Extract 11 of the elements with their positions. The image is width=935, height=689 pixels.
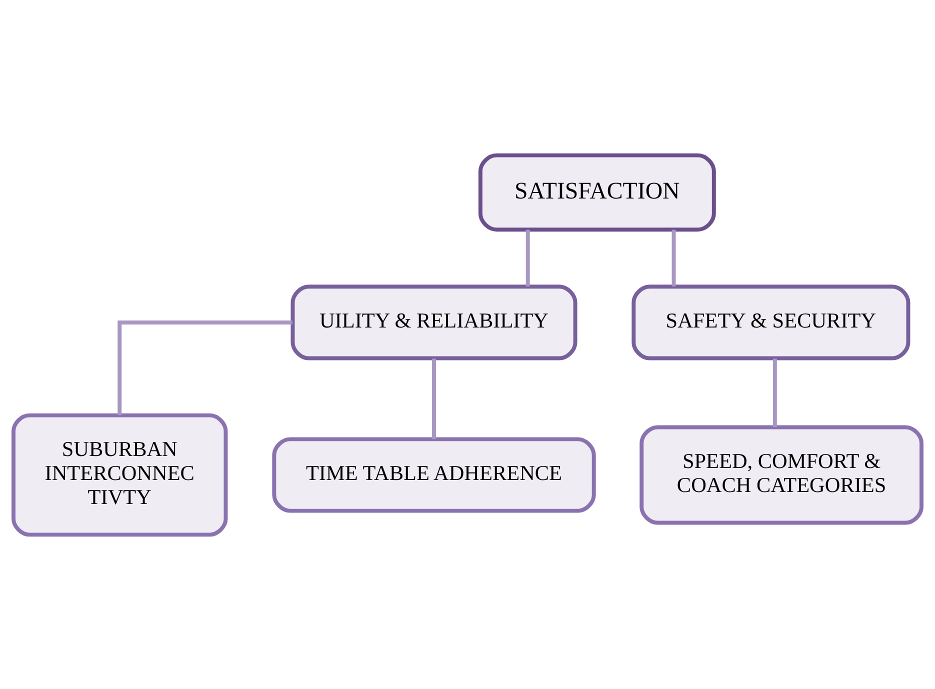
node-box: SATISFACTION (478, 152, 716, 232)
node-box: SUBURBAN INTERCONNEC TIVTY (12, 412, 228, 536)
connector (432, 358, 436, 439)
connector (526, 229, 530, 286)
node-box: UILITY & RELIABILITY (290, 284, 578, 360)
node-box: SAFETY & SECURITY (632, 284, 910, 360)
connector (772, 358, 777, 426)
node-box: TIME TABLE ADHERENCE (272, 436, 596, 512)
node-box: SPEED, COMFORT & COACH CATEGORIES (640, 424, 924, 524)
connector (672, 229, 676, 286)
connector (118, 320, 292, 415)
